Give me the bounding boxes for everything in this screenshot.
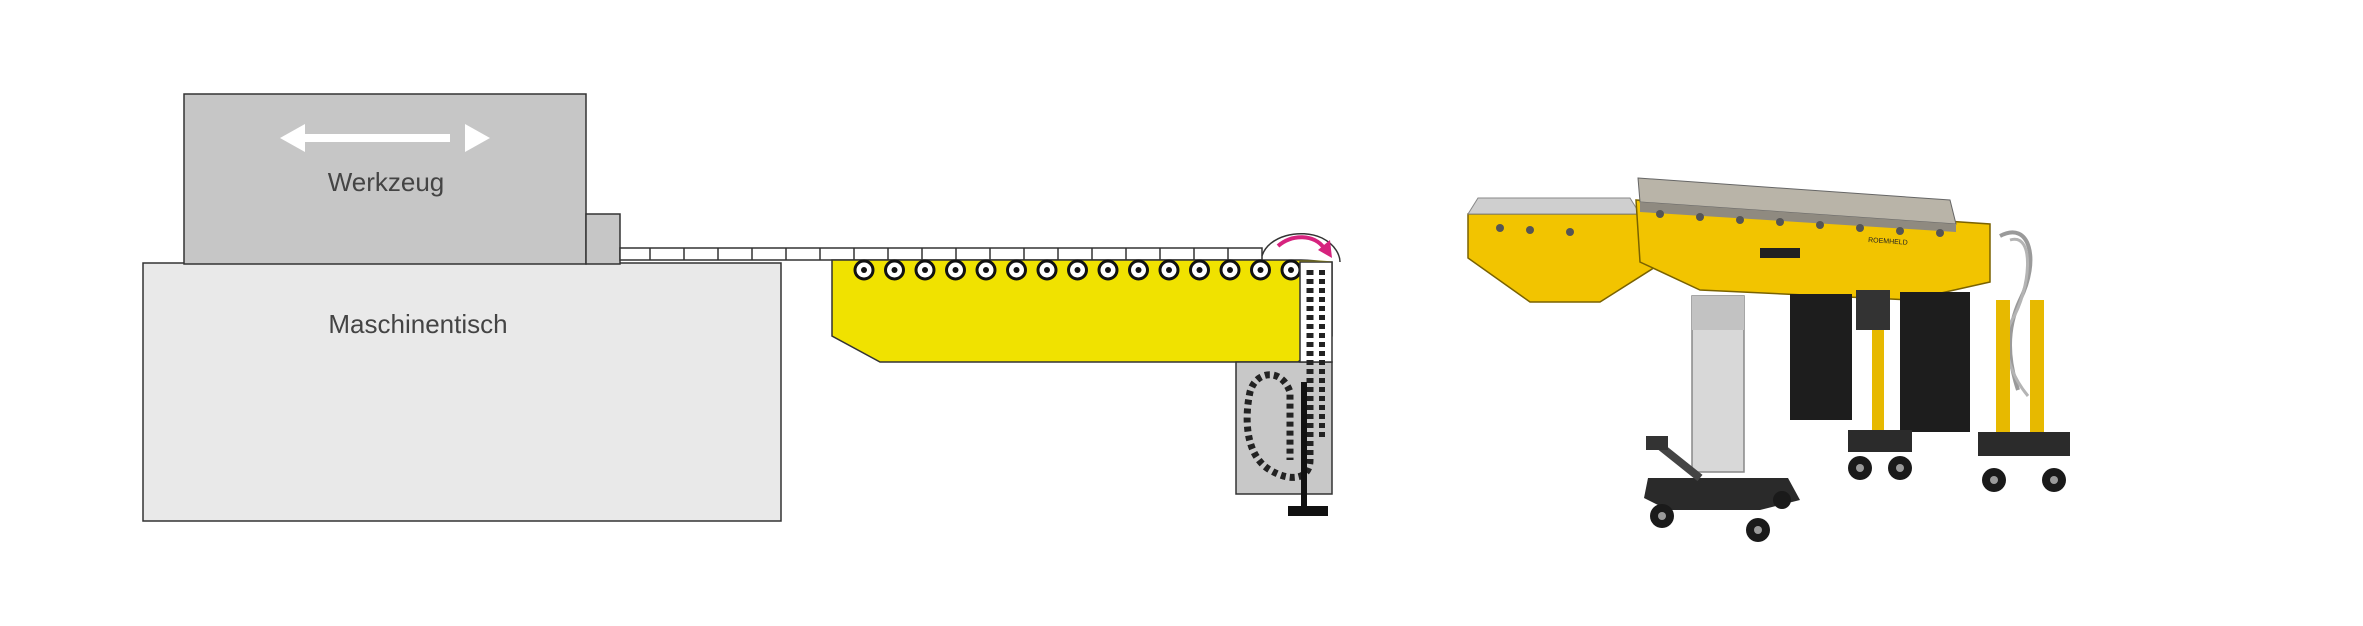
lift-post bbox=[1301, 382, 1307, 512]
yellow-leg-2 bbox=[1996, 300, 2010, 440]
roller-axle bbox=[1196, 267, 1203, 273]
double-arrow-icon bbox=[280, 124, 490, 152]
machine-table bbox=[142, 262, 782, 522]
tool-clamp bbox=[585, 213, 621, 265]
yellow-leg-3 bbox=[2030, 300, 2044, 440]
conveyor-rollers bbox=[853, 259, 1302, 281]
roller-axle bbox=[1135, 267, 1142, 273]
top-rail-face bbox=[1640, 202, 1956, 232]
roller-axle bbox=[922, 267, 928, 273]
tool-label: Werkzeug bbox=[328, 167, 445, 197]
roller-axle bbox=[1166, 267, 1172, 273]
tool-block bbox=[183, 93, 587, 265]
guard-panel-right bbox=[1900, 292, 1970, 432]
roller-axle bbox=[891, 267, 898, 273]
left-chute-top bbox=[1467, 197, 1641, 215]
cable-bundle-2 bbox=[2004, 237, 2030, 397]
roller-axle bbox=[983, 267, 989, 273]
roller-axle bbox=[861, 267, 867, 273]
pedal-pad bbox=[1646, 436, 1668, 450]
guard-panel-left bbox=[1790, 294, 1852, 420]
motor-box bbox=[1856, 290, 1890, 330]
roller-axle bbox=[1227, 267, 1233, 273]
lift-foot bbox=[1288, 506, 1328, 516]
roller-axle bbox=[1288, 267, 1294, 273]
base-plate bbox=[1644, 478, 1800, 510]
roller-axle bbox=[1044, 267, 1050, 273]
roller-axle bbox=[1074, 267, 1081, 273]
foot-pedal bbox=[1657, 442, 1703, 482]
body-bolts bbox=[1496, 210, 1944, 237]
roller-axle bbox=[1257, 267, 1264, 273]
lift-column bbox=[1299, 261, 1333, 363]
handle-slot bbox=[1760, 248, 1800, 258]
roller-axle bbox=[1105, 267, 1111, 273]
roller-axle bbox=[952, 267, 959, 273]
machine-table-label: Maschinentisch bbox=[328, 309, 507, 339]
roller-axle bbox=[1013, 267, 1020, 273]
rotation-arrow-icon bbox=[1276, 235, 1332, 258]
product-photo: ROEMHELD bbox=[1467, 177, 2070, 542]
column-cap bbox=[1692, 296, 1744, 330]
brand-label: ROEMHELD bbox=[1868, 237, 1908, 247]
transfer-rail bbox=[619, 247, 1263, 261]
caster-hubs bbox=[1658, 464, 2058, 534]
end-arc bbox=[1261, 233, 1341, 263]
schematic-diagram: Maschinentisch Werkzeug bbox=[142, 93, 1341, 522]
yellow-leg-1 bbox=[1872, 330, 1884, 440]
